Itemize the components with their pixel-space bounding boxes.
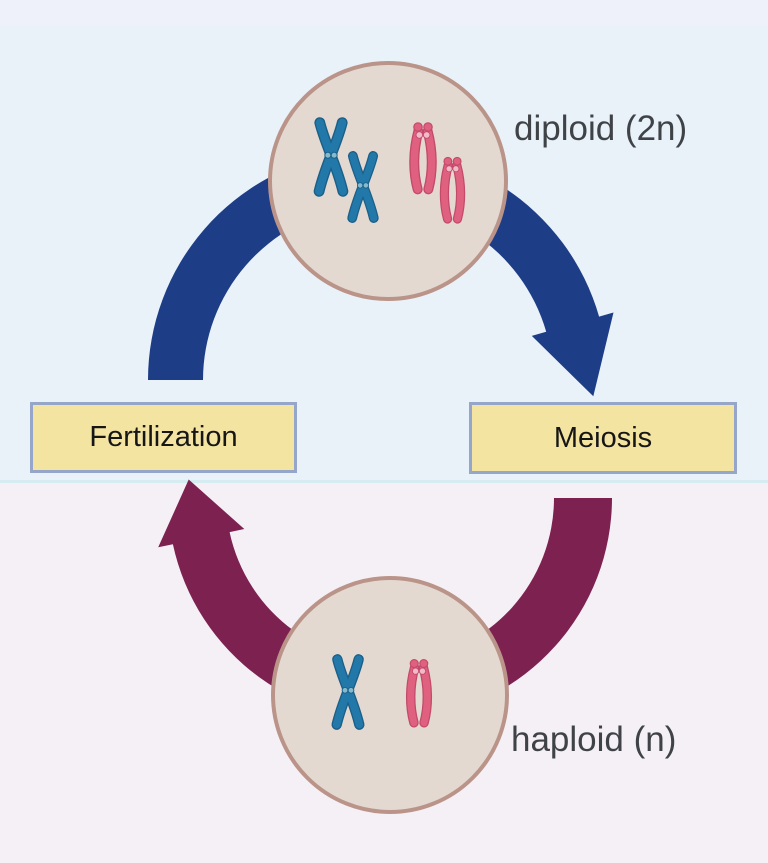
phase-divider-line [0, 480, 768, 483]
haploid-cell [271, 576, 509, 814]
diploid-label: diploid (2n) [514, 109, 688, 148]
diploid-cell [268, 61, 508, 301]
meiosis-box: Meiosis [469, 402, 737, 474]
haploid-label: haploid (n) [511, 720, 677, 759]
meiosis-box-label: Meiosis [553, 421, 653, 454]
fertilization-box-label: Fertilization [89, 421, 238, 453]
top-edge-strip [0, 0, 768, 26]
fertilization-box: Fertilization [30, 402, 297, 473]
